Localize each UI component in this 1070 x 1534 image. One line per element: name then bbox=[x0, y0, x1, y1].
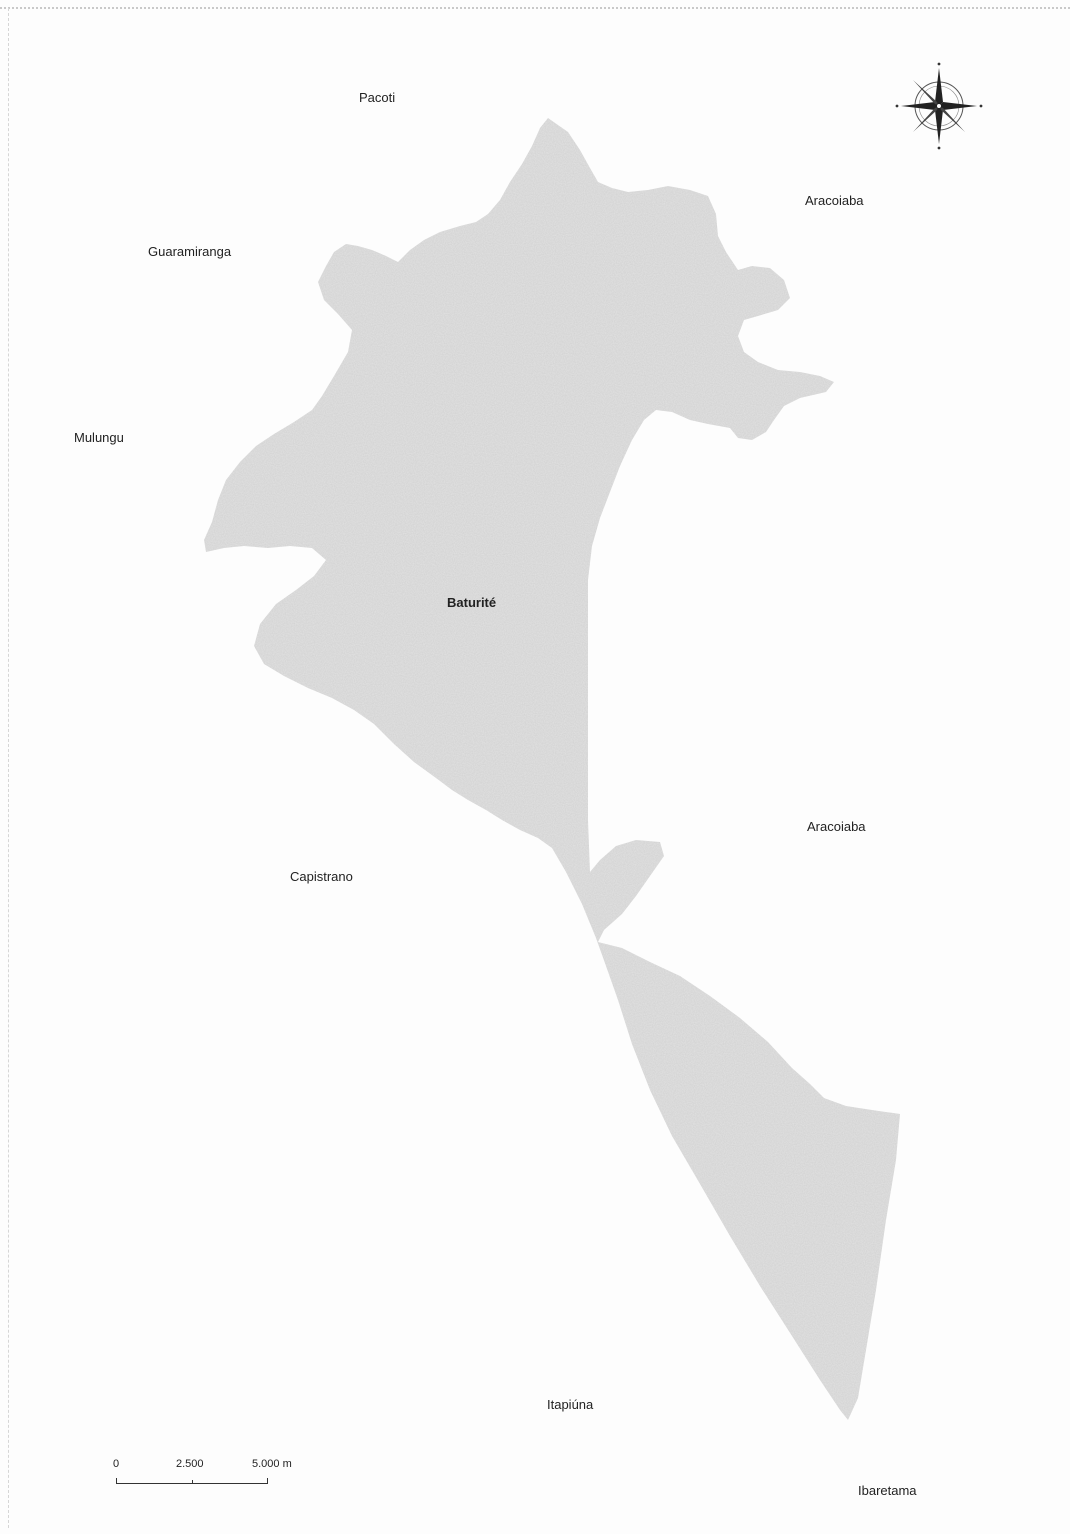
label-guaramiranga: Guaramiranga bbox=[148, 244, 232, 259]
label-mulungu: Mulungu bbox=[74, 430, 124, 445]
scale-label-5000: 5.000 m bbox=[252, 1458, 292, 1470]
label-ibaretama: Ibaretama bbox=[858, 1483, 917, 1498]
scale-label-0: 0 bbox=[113, 1458, 120, 1470]
top-border-line bbox=[0, 7, 1070, 9]
label-baturite: Baturité bbox=[447, 595, 497, 610]
label-itapiuna: Itapiúna bbox=[547, 1397, 594, 1412]
left-border-line bbox=[8, 8, 9, 1528]
scale-label-2500: 2.500 bbox=[176, 1458, 204, 1470]
scale-bar: 0 2.500 5.000 m bbox=[110, 1458, 310, 1498]
scale-tick-mid bbox=[192, 1480, 193, 1484]
scale-tick-end bbox=[267, 1478, 268, 1484]
scale-tick-start bbox=[116, 1478, 117, 1484]
label-pacoti: Pacoti bbox=[359, 90, 396, 105]
label-aracoiaba-north: Aracoiaba bbox=[805, 193, 864, 208]
baturite-region-polygon bbox=[204, 118, 900, 1420]
label-capistrano: Capistrano bbox=[290, 869, 353, 884]
compass-rose-icon bbox=[893, 60, 985, 152]
label-aracoiaba-east: Aracoiaba bbox=[807, 819, 866, 834]
